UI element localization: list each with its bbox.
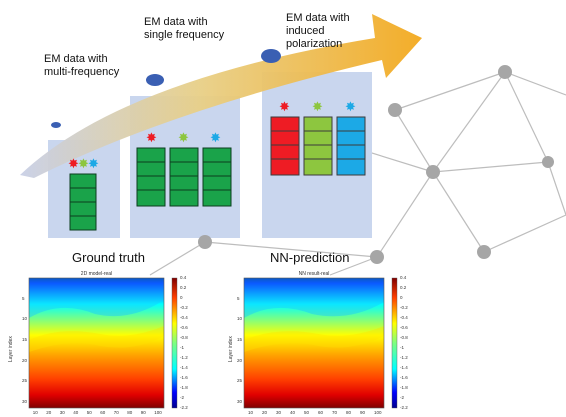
y-tick-label: 20: [237, 357, 243, 363]
y-tick-label: 15: [22, 336, 28, 342]
blue-star-icon: ✸: [88, 157, 99, 172]
colorbar-tick-label: -0.2: [180, 305, 188, 310]
colorbar-tick-label: -2.2: [400, 405, 408, 410]
colorbar-tick-label: -2: [180, 395, 185, 400]
x-tick-label: 80: [127, 410, 133, 415]
green-star-icon: ✸: [78, 157, 89, 172]
colorbar-tick-label: -1.6: [400, 375, 408, 380]
colorbar-tick-label: 0.2: [180, 285, 187, 290]
y-tick-label: 5: [22, 295, 25, 301]
x-tick-label: 90: [360, 410, 366, 415]
y-tick-label: 25: [22, 378, 28, 384]
x-tick-label: 30: [276, 410, 282, 415]
colorbar-tick-label: -0.4: [400, 315, 408, 320]
x-tick-label: 10: [248, 410, 254, 415]
label-multi-frequency: EM data with multi-frequency: [44, 53, 120, 78]
colorbar-tick-label: -1.4: [180, 365, 188, 370]
red-star-icon: ✸: [68, 157, 79, 172]
x-tick-label: 90: [140, 410, 146, 415]
x-tick-label: 40: [73, 410, 79, 415]
colorbar-tick-label: -1.2: [180, 355, 188, 360]
label-induced-polarization: EM data with induced polarization: [286, 12, 350, 50]
green-star-icon: ✸: [178, 131, 189, 146]
colorbar-tick-label: -1: [400, 345, 405, 350]
x-tick-label: 50: [86, 410, 92, 415]
colorbar-tick-label: -1.6: [180, 375, 188, 380]
y-tick-label: 5: [237, 295, 240, 301]
colorbar-tick-label: -1.8: [180, 385, 188, 390]
x-tick-label: 60: [318, 410, 324, 415]
colorbar-tick-label: -1.2: [400, 355, 408, 360]
red-star-icon: ✸: [146, 131, 157, 146]
colorbar-tick-label: -2.2: [180, 405, 188, 410]
blue-star-icon: ✸: [210, 131, 221, 146]
x-tick-label: 100: [374, 410, 382, 415]
red-star-icon: ✸: [279, 100, 290, 115]
colorbar-tick-label: -1.4: [400, 365, 408, 370]
colorbar-tick-label: 0.4: [400, 275, 407, 280]
x-tick-label: 80: [346, 410, 352, 415]
nn-prediction-heatmap: [244, 278, 384, 408]
heatmap-right-title: NN result-real: [298, 271, 330, 277]
x-tick-label: 100: [154, 410, 162, 415]
y-tick-label: 10: [237, 316, 243, 322]
colorbar-tick-label: 0.4: [180, 275, 187, 280]
colorbar-tick-label: 0: [180, 295, 183, 300]
y-tick-label: 20: [22, 357, 28, 363]
colorbar-tick-label: -1: [180, 345, 185, 350]
y-tick-label: 30: [237, 398, 243, 404]
x-tick-label: 30: [59, 410, 65, 415]
colorbar-tick-label: -1.8: [400, 385, 408, 390]
colorbar-tick-label: -0.2: [400, 305, 408, 310]
colorbar-tick-label: 0.2: [400, 285, 407, 290]
green-star-icon: ✸: [312, 100, 323, 115]
x-tick-label: 70: [113, 410, 119, 415]
right-ylabel: Layer index: [228, 336, 234, 362]
colorbar-tick-label: -0.6: [180, 325, 188, 330]
x-tick-label: 40: [290, 410, 296, 415]
x-tick-label: 50: [304, 410, 310, 415]
y-tick-label: 15: [237, 336, 243, 342]
y-tick-label: 25: [237, 378, 243, 384]
colorbar-tick-label: -0.8: [180, 335, 188, 340]
x-tick-label: 20: [262, 410, 268, 415]
blue-star-icon: ✸: [345, 100, 356, 115]
colorbar-tick-label: -0.6: [400, 325, 408, 330]
heatmap-left-title: 2D model-real: [80, 271, 113, 277]
colorbar-tick-label: -0.4: [180, 315, 188, 320]
x-tick-label: 60: [100, 410, 106, 415]
caption-nn-prediction: NN-prediction: [270, 250, 350, 265]
left-ylabel: Layer index: [8, 336, 14, 362]
x-tick-label: 10: [32, 410, 38, 415]
colorbar-tick-label: -2: [400, 395, 405, 400]
x-tick-label: 70: [332, 410, 338, 415]
colorbar-tick-label: -0.8: [400, 335, 408, 340]
y-tick-label: 30: [22, 398, 28, 404]
label-single-frequency: EM data with single frequency: [144, 16, 225, 41]
y-tick-label: 10: [22, 316, 28, 322]
colorbar-tick-label: 0: [400, 295, 403, 300]
x-tick-label: 20: [46, 410, 52, 415]
caption-ground-truth: Ground truth: [72, 250, 145, 265]
ground-truth-heatmap: [29, 278, 164, 408]
